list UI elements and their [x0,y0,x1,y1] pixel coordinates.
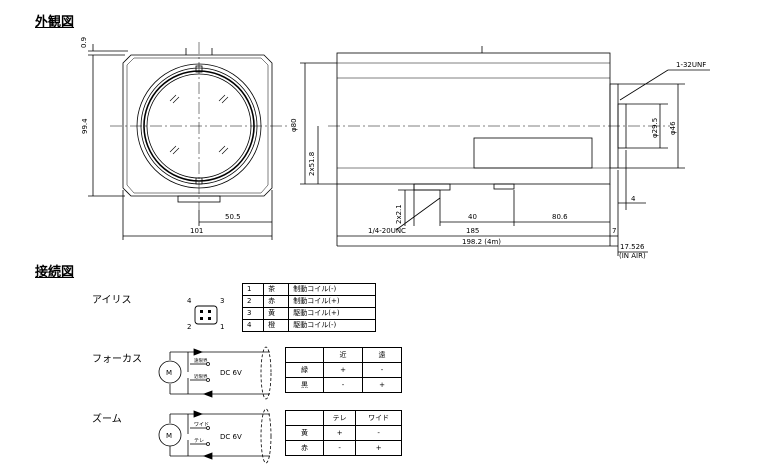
focus-label: フォーカス [92,354,142,365]
dim-flange: 4 [631,195,636,203]
exterior-title: 外観図 [35,15,75,30]
table-row: 黄+- [285,425,402,441]
dim-height: 99.4 [81,118,89,134]
dim-in-air: (IN AIR) [619,252,646,260]
dim-total: 198.2 (4m) [462,238,501,246]
focus-circuit: M 遠限界 近限界 DC 6V [158,346,272,400]
iris-connector-icon [194,305,218,325]
table-row: 赤-+ [285,440,402,456]
dim-back-focus: 17.526 [620,243,645,251]
dim-body-diameter: φ80 [290,118,298,132]
exterior-drawing: 0.9 99.4 50.5 101 φ80 2x51.8 φ29.5 φ46 1… [80,37,710,260]
front-view [88,42,288,240]
iris-label: アイリス [92,295,132,306]
zoom-switch-wide: ワイド [194,422,209,428]
focus-motor-icon: M [166,369,172,377]
dim-center-height: 2x51.8 [308,152,316,176]
focus-table: 近遠 緑+- 黒-+ [285,347,402,393]
dim-lens-diameter: φ29.5 [651,118,659,138]
zoom-table: テレワイド 黄+- 赤-+ [285,410,402,456]
screw-label: 1/4-20UNC [368,227,406,235]
focus-switch-far: 遠限界 [194,357,208,364]
dim-width: 101 [190,227,203,235]
zoom-label: ズーム [92,414,122,425]
table-row: 近遠 [285,347,402,363]
table-row: 緑+- [285,362,402,378]
zoom-voltage: DC 6V [220,433,242,441]
zoom-circuit: M ワイド テレ DC 6V [158,408,272,464]
dim-half-width: 50.5 [225,213,241,221]
iris-pin-1: 1 [220,323,225,331]
dim-screw-height: 2x2.1 [395,204,403,224]
table-row: テレワイド [285,410,402,426]
iris-pin-3: 3 [220,297,225,305]
iris-pin-4: 4 [187,297,192,305]
table-row: 黒-+ [285,377,402,393]
dim-80-6: 80.6 [552,213,568,221]
dim-7: 7 [612,227,616,235]
focus-voltage: DC 6V [220,369,242,377]
dim-40: 40 [468,213,477,221]
wiring-title: 接続図 [35,265,75,280]
zoom-switch-tele: テレ [194,438,204,444]
dim-mount-diameter: φ46 [669,121,677,135]
focus-switch-near: 近限界 [194,373,208,380]
dim-185: 185 [466,227,479,235]
iris-pin-2: 2 [187,323,192,331]
zoom-motor-icon: M [166,432,172,440]
thread-label: 1-32UNF [676,61,706,69]
dim-top-offset: 0.9 [80,37,88,48]
side-view [300,46,710,256]
